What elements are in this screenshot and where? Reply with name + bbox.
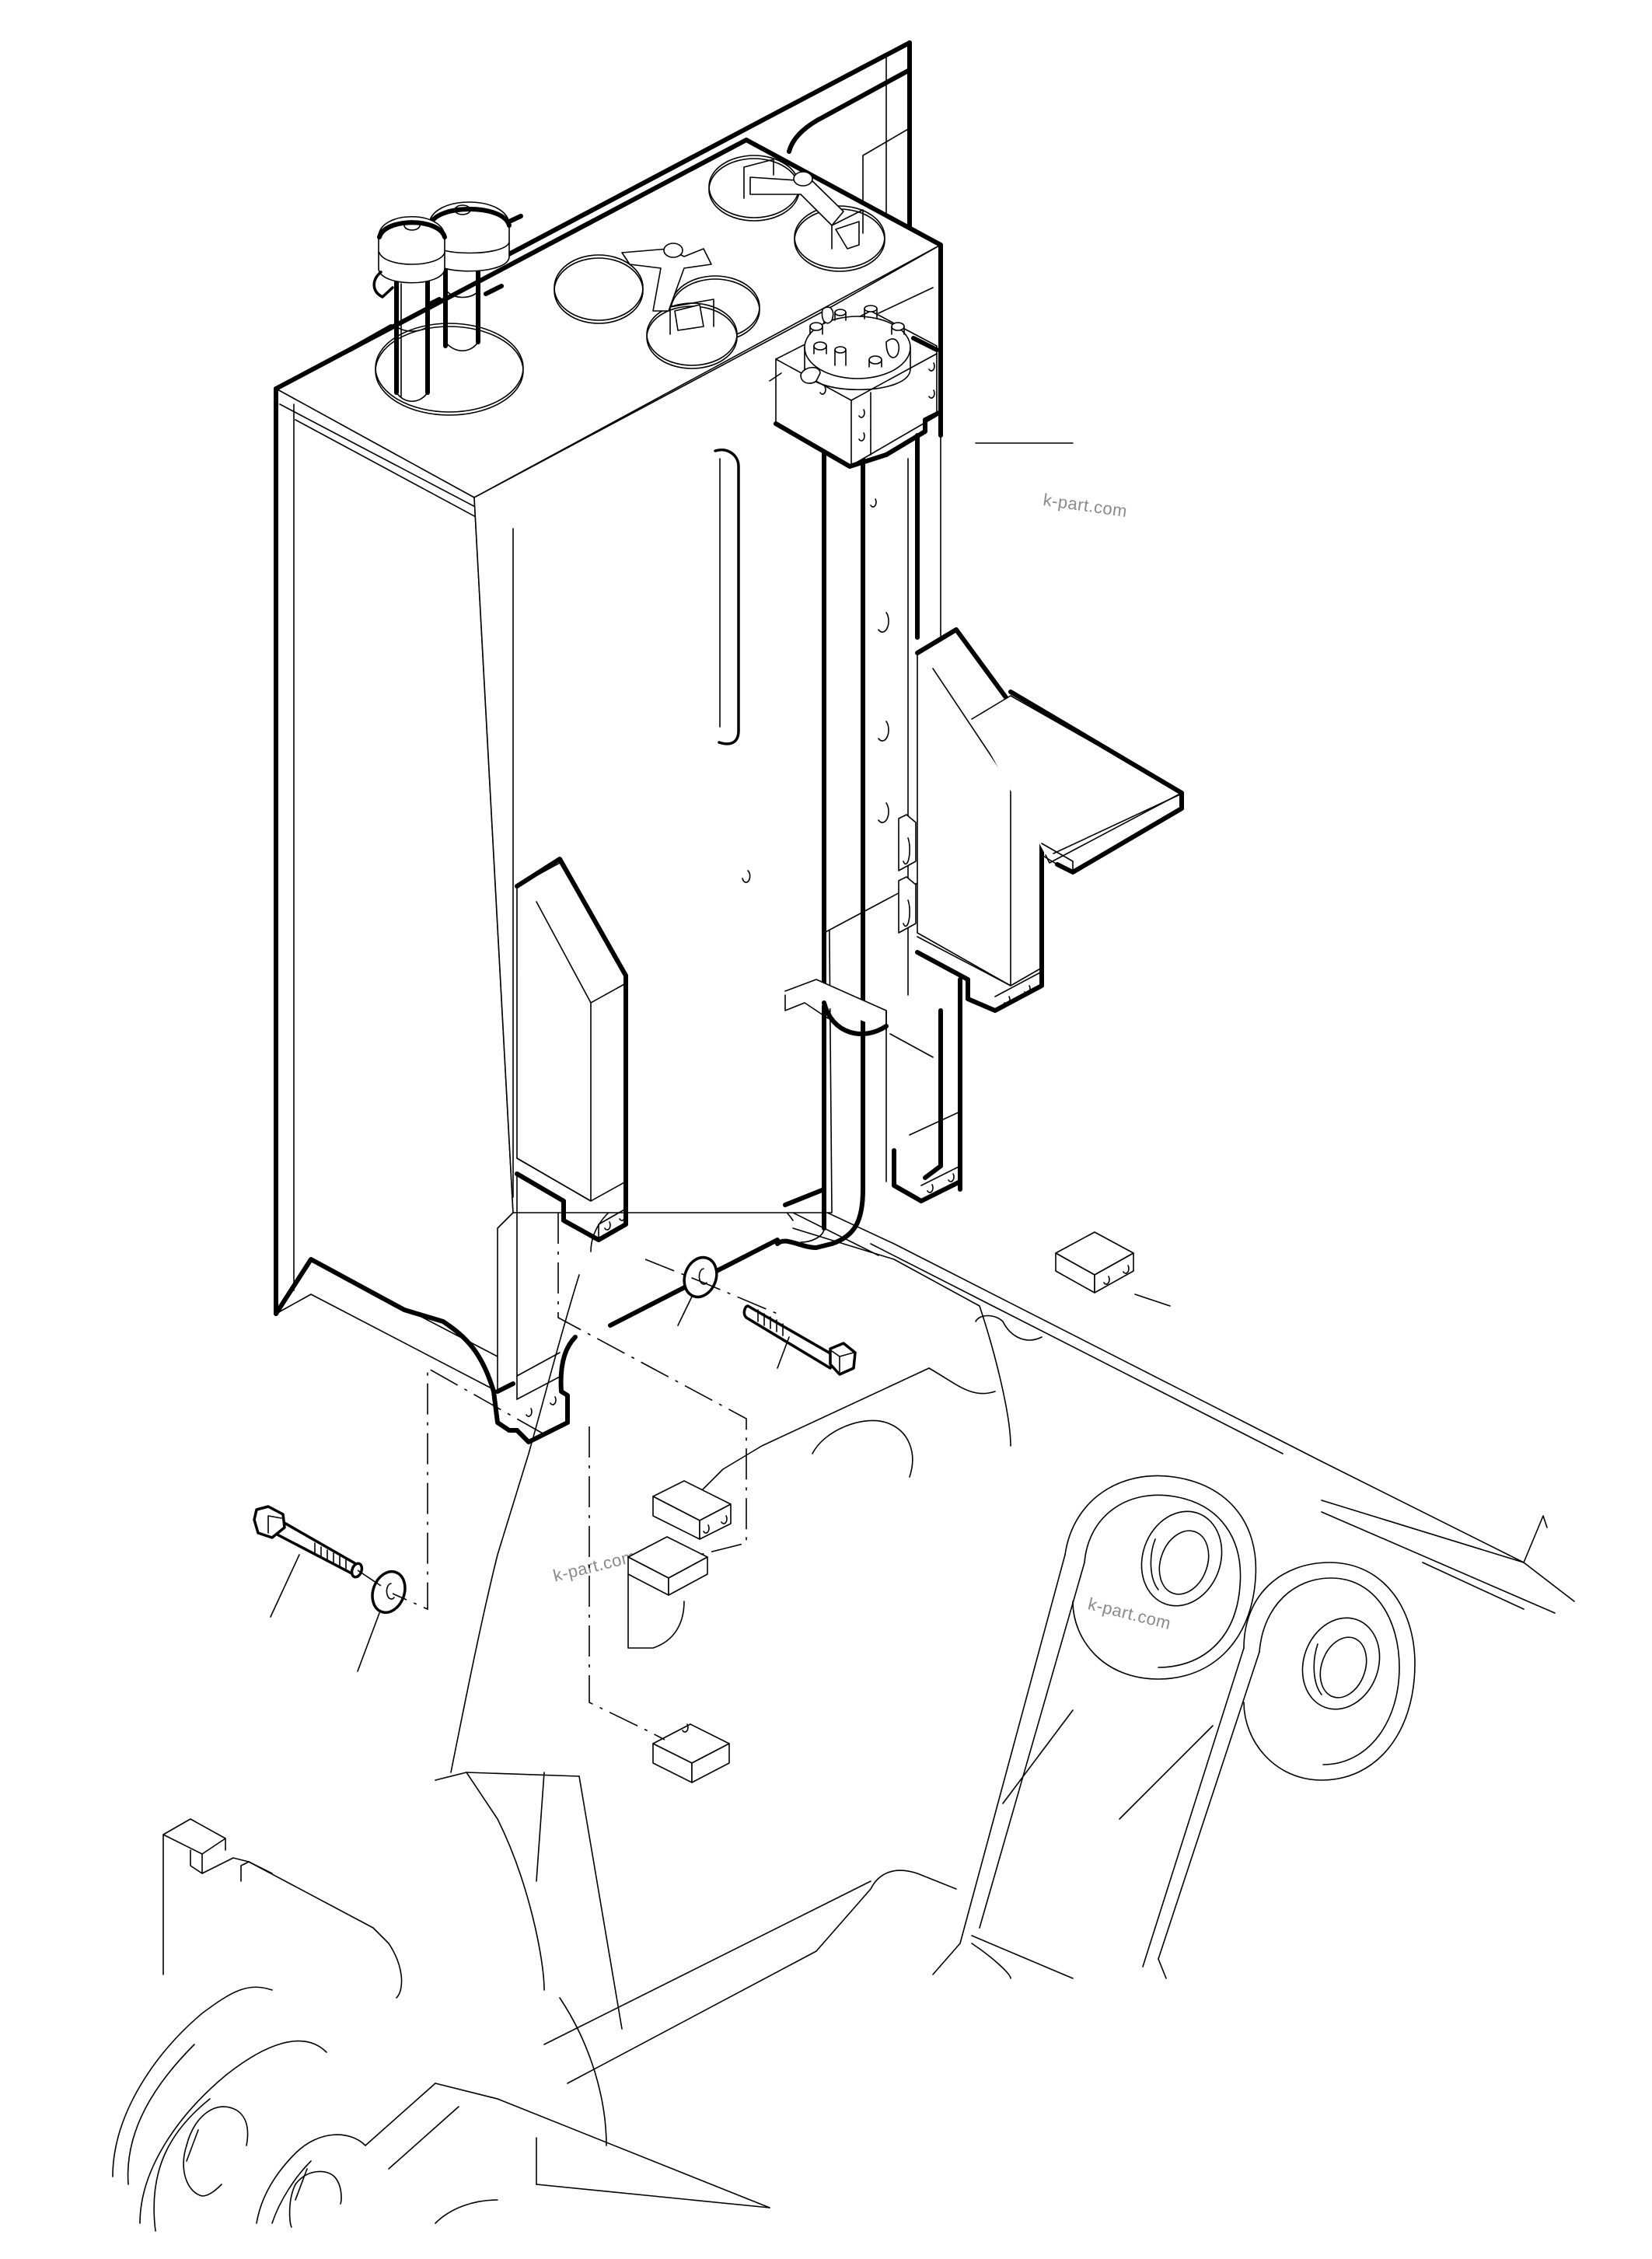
top-edge-mark: [507, 214, 523, 224]
pivot-boss-right: [1243, 1562, 1416, 1781]
washer-1: [677, 1255, 718, 1326]
mount-block-3: [652, 1723, 730, 1783]
suction-cover-2: [708, 155, 885, 272]
mount-block-2: [627, 1480, 732, 1649]
mount-block-1: [1055, 1231, 1134, 1294]
frame: [112, 1181, 1575, 2232]
assembly-centerlines: [357, 1213, 778, 1741]
breather-filler-2: [428, 201, 512, 352]
breather-filler-1: [372, 216, 447, 403]
suction-cover-1: [554, 243, 760, 369]
step-plate: [971, 690, 1184, 875]
pivot-boss-left: [1064, 1475, 1257, 1680]
breather-flange: [375, 323, 524, 416]
top-edge-mark: [348, 324, 393, 352]
top-edge-mark: [429, 297, 442, 306]
top-edge-mark: [484, 284, 504, 296]
bolt-1: [742, 1304, 857, 1376]
washer-2: [357, 1569, 407, 1672]
leader-line: [1134, 1294, 1171, 1307]
valve-block: [769, 287, 943, 469]
bolt-2: [253, 1505, 364, 1618]
